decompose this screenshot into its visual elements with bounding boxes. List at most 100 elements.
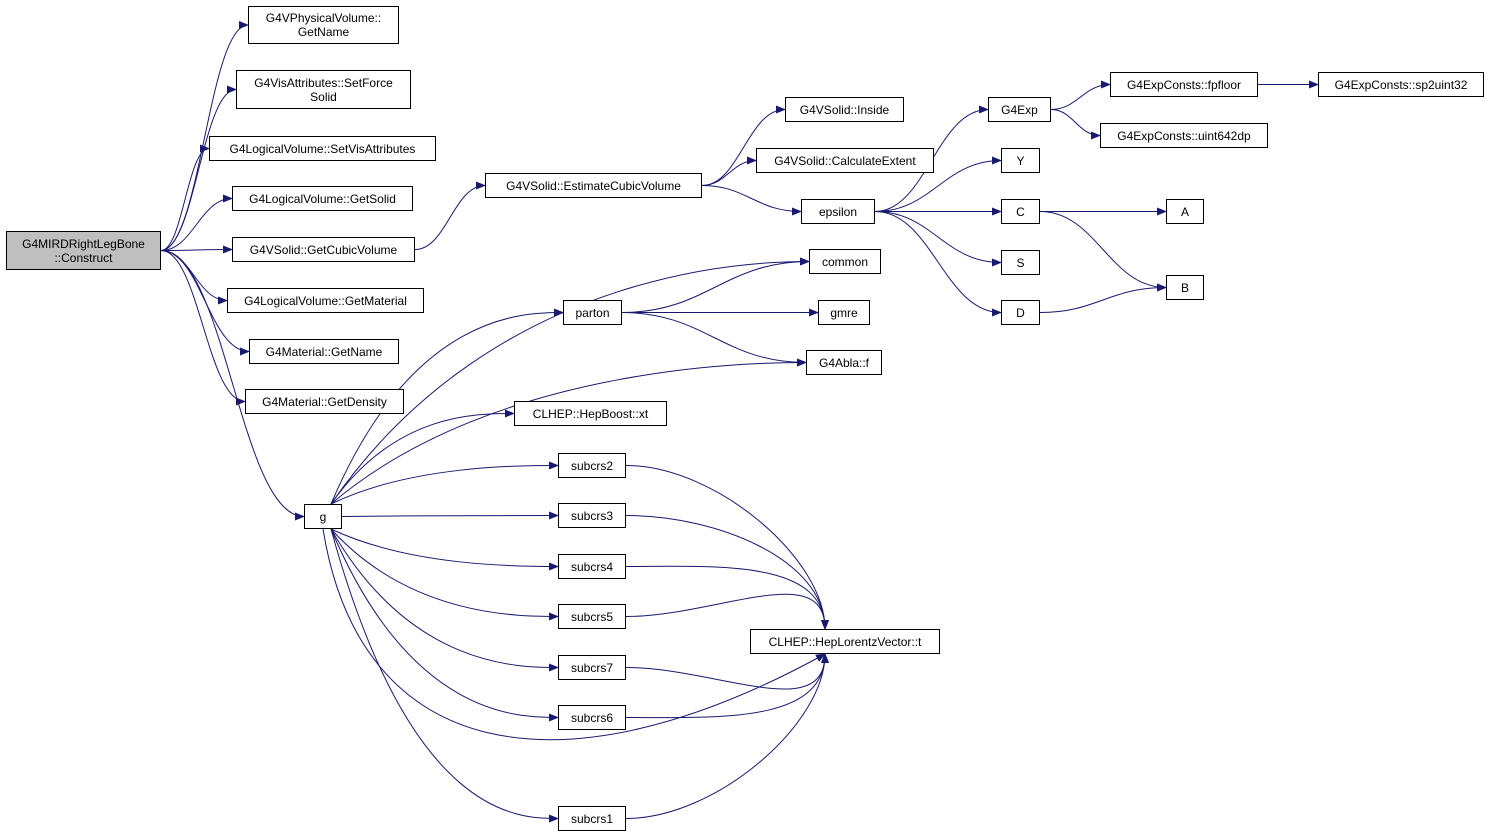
edge-subcrs1-to-heplorentz-t	[625, 653, 829, 819]
node-logvol-setvisattr[interactable]: G4LogicalVolume::SetVisAttributes	[209, 136, 436, 161]
node-subcrs4[interactable]: subcrs4	[558, 554, 626, 579]
node-y[interactable]: Y	[1001, 148, 1040, 173]
node-label-line: C	[1016, 204, 1025, 219]
node-g4exp[interactable]: G4Exp	[988, 97, 1051, 122]
node-s[interactable]: S	[1001, 250, 1040, 275]
edge-g-to-subcrs7	[330, 528, 559, 672]
node-expconsts-sp2uint32[interactable]: G4ExpConsts::sp2uint32	[1318, 72, 1484, 97]
node-g[interactable]: g	[304, 504, 342, 529]
node-label-line: G4ExpConsts::uint642dp	[1117, 128, 1251, 143]
node-expconsts-fpfloor[interactable]: G4ExpConsts::fpfloor	[1110, 72, 1258, 97]
edge-vsolid-estimatecubicvolume-to-vsolid-calculateextent	[701, 156, 757, 186]
edge-subcrs3-to-heplorentz-t	[625, 515, 829, 630]
node-subcrs1[interactable]: subcrs1	[558, 806, 626, 831]
node-label-line: G4VSolid::CalculateExtent	[774, 153, 916, 168]
node-label-line: D	[1016, 305, 1025, 320]
node-expconsts-uint642dp[interactable]: G4ExpConsts::uint642dp	[1100, 123, 1268, 148]
edge-parton-to-common	[621, 257, 810, 313]
node-subcrs5[interactable]: subcrs5	[558, 604, 626, 629]
node-root: G4MIRDRightLegBone::Construct	[6, 231, 161, 270]
edge-vsolid-estimatecubicvolume-to-epsilon	[701, 185, 802, 216]
node-logvol-getsolid[interactable]: G4LogicalVolume::GetSolid	[232, 186, 413, 211]
node-label-line: parton	[575, 305, 610, 320]
node-label-line: B	[1180, 280, 1189, 295]
node-subcrs6[interactable]: subcrs6	[558, 705, 626, 730]
edge-g-to-subcrs1	[330, 528, 559, 823]
node-label-line: G4LogicalVolume::SetVisAttributes	[229, 141, 416, 156]
node-label-line: G4Abla::f	[818, 355, 870, 370]
node-label-line: G4Exp	[1001, 102, 1038, 117]
edge-subcrs5-to-heplorentz-t	[625, 593, 829, 630]
node-label-line: G4LogicalVolume::GetMaterial	[244, 293, 407, 308]
node-label-line: subcrs7	[570, 660, 614, 675]
node-label-line: subcrs5	[570, 609, 614, 624]
edge-epsilon-to-y	[874, 156, 1002, 212]
node-parton[interactable]: parton	[563, 300, 622, 325]
edge-epsilon-to-s	[874, 211, 1002, 267]
node-logvol-getmaterial[interactable]: G4LogicalVolume::GetMaterial	[227, 288, 424, 313]
node-label-line: gmre	[830, 305, 858, 320]
edge-subcrs2-to-heplorentz-t	[625, 465, 829, 630]
edge-g-to-common	[330, 257, 810, 505]
edge-g4exp-to-expconsts-uint642dp	[1050, 109, 1101, 140]
edge-g-to-heplorentz-t	[322, 528, 826, 741]
node-label-line: subcrs6	[570, 710, 614, 725]
edge-g-to-hepboost-xt	[330, 409, 515, 505]
node-epsilon[interactable]: epsilon	[801, 199, 875, 224]
edge-g-to-subcrs6	[330, 528, 559, 722]
edge-g-to-subcrs3	[341, 511, 559, 520]
node-material-getname[interactable]: G4Material::GetName	[249, 339, 399, 364]
node-physvol-getname[interactable]: G4VPhysicalVolume::GetName	[248, 6, 399, 44]
node-heplorentz-t[interactable]: CLHEP::HepLorentzVector::t	[750, 629, 940, 654]
edge-root-to-logvol-getsolid	[160, 194, 233, 251]
edge-g4exp-to-expconsts-fpfloor	[1050, 80, 1111, 110]
node-label-line: G4ExpConsts::fpfloor	[1126, 77, 1242, 92]
node-vsolid-inside[interactable]: G4VSolid::Inside	[785, 97, 904, 122]
node-a[interactable]: A	[1166, 199, 1204, 224]
node-label-line: G4LogicalVolume::GetSolid	[249, 191, 396, 206]
edge-subcrs6-to-heplorentz-t	[625, 653, 829, 719]
edge-root-to-logvol-getmaterial	[160, 250, 228, 305]
node-c[interactable]: C	[1001, 199, 1040, 224]
edge-g-to-parton	[330, 308, 564, 505]
edge-g-to-subcrs5	[330, 528, 559, 621]
node-vsolid-calculateextent[interactable]: G4VSolid::CalculateExtent	[756, 148, 934, 173]
node-label-line: Y	[1016, 153, 1025, 168]
node-label-line: ::Construct	[54, 250, 113, 265]
edge-root-to-g	[160, 250, 305, 521]
edge-g-to-subcrs2	[330, 461, 559, 505]
node-label-line: common	[821, 254, 868, 269]
node-label-line: G4VPhysicalVolume::	[265, 11, 382, 25]
node-label-line: GetName	[297, 25, 350, 39]
node-hepboost-xt[interactable]: CLHEP::HepBoost::xt	[514, 401, 667, 426]
node-label-line: g	[319, 509, 327, 524]
node-common[interactable]: common	[809, 249, 881, 274]
edge-g-to-subcrs4	[330, 528, 559, 571]
node-material-getdensity[interactable]: G4Material::GetDensity	[245, 389, 404, 414]
node-subcrs7[interactable]: subcrs7	[558, 655, 626, 680]
node-b[interactable]: B	[1166, 275, 1204, 300]
node-gmre[interactable]: gmre	[818, 300, 870, 325]
node-label-line: subcrs4	[570, 559, 614, 574]
node-abla-f[interactable]: G4Abla::f	[806, 350, 882, 375]
node-vsolid-getcubicvolume[interactable]: G4VSolid::GetCubicVolume	[232, 237, 415, 262]
edge-parton-to-abla-f	[621, 312, 807, 367]
node-label-line: Solid	[310, 89, 337, 104]
node-subcrs2[interactable]: subcrs2	[558, 453, 626, 478]
edge-vsolid-getcubicvolume-to-vsolid-estimatecubicvolume	[414, 181, 486, 250]
edge-g-to-abla-f	[330, 358, 807, 505]
edge-d-to-b	[1039, 283, 1167, 313]
node-label-line: epsilon	[818, 204, 858, 219]
node-vsolid-estimatecubicvolume[interactable]: G4VSolid::EstimateCubicVolume	[485, 173, 702, 198]
edge-subcrs7-to-heplorentz-t	[625, 653, 829, 690]
edge-c-to-b	[1039, 211, 1167, 292]
node-label-line: G4VSolid::EstimateCubicVolume	[506, 178, 681, 193]
node-d[interactable]: D	[1001, 300, 1040, 325]
node-label-line: G4VSolid::Inside	[799, 102, 890, 117]
edge-root-to-vsolid-getcubicvolume	[160, 245, 233, 254]
edge-root-to-visattr-setforce	[160, 85, 237, 251]
node-label-line: G4ExpConsts::sp2uint32	[1334, 77, 1468, 92]
node-subcrs3[interactable]: subcrs3	[558, 503, 626, 528]
